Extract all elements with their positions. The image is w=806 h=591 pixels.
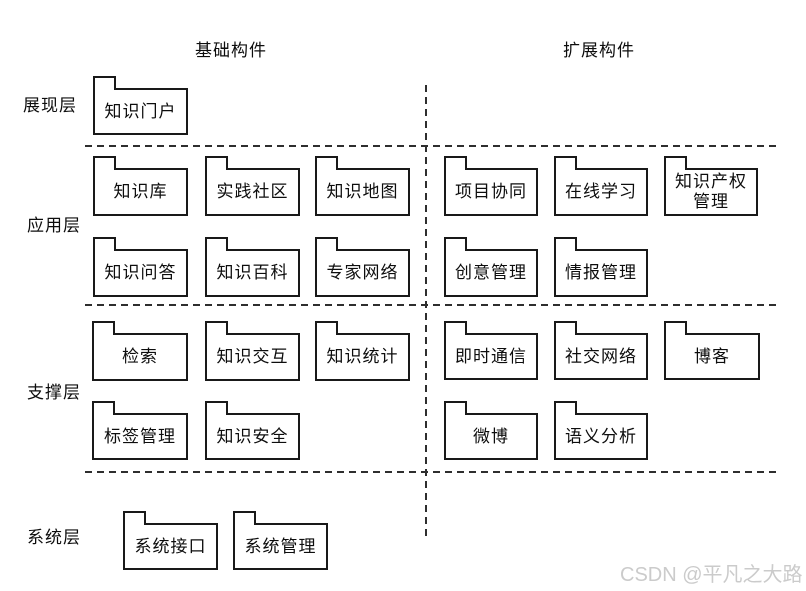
package-semantic-analysis: 语义分析 [554, 401, 648, 460]
package-tab-icon [123, 511, 146, 525]
package-practice-community: 实践社区 [205, 156, 300, 216]
column-header-basic-components: 基础构件 [195, 41, 267, 60]
package-tab-icon [554, 156, 577, 170]
package-social-network: 社交网络 [554, 321, 648, 380]
package-tab-icon [315, 237, 338, 251]
package-knowledge-wiki: 知识百科 [205, 237, 300, 297]
package-label: 实践社区 [216, 182, 289, 201]
package-label: 知识库 [113, 182, 168, 201]
package-tab-icon [205, 321, 228, 335]
package-label: 知识产权 管理 [675, 172, 747, 211]
package-label: 微博 [473, 426, 509, 446]
package-ip-management: 知识产权 管理 [664, 156, 758, 216]
package-label: 创意管理 [455, 263, 527, 282]
package-tab-icon [315, 321, 338, 335]
package-tab-icon [205, 237, 228, 251]
package-instant-messaging: 即时通信 [444, 321, 538, 380]
package-microblog: 微博 [444, 401, 538, 460]
package-tab-icon [233, 511, 256, 525]
package-system-management: 系统管理 [233, 511, 328, 570]
package-label: 知识安全 [216, 426, 289, 446]
package-tab-icon [444, 156, 467, 170]
package-idea-management: 创意管理 [444, 237, 538, 297]
package-tab-icon [205, 401, 228, 415]
package-label: 检索 [122, 347, 158, 366]
package-label: 标签管理 [104, 426, 176, 446]
package-tab-icon [444, 321, 467, 335]
layer-divider-application-support [85, 304, 777, 306]
layer-divider-presentation-application [85, 145, 777, 147]
package-tab-icon [93, 76, 116, 90]
package-label: 在线学习 [565, 182, 637, 201]
package-tab-icon [664, 321, 687, 335]
package-retrieval: 检索 [92, 321, 188, 381]
package-blog: 博客 [664, 321, 760, 380]
package-system-interface: 系统接口 [123, 511, 218, 570]
package-label: 专家网络 [326, 263, 399, 282]
package-tab-icon [93, 237, 116, 251]
csdn-watermark: CSDN @平凡之大路 [620, 564, 803, 586]
package-label: 知识统计 [326, 347, 399, 366]
package-knowledge-security: 知识安全 [205, 401, 300, 460]
package-label: 系统管理 [244, 536, 317, 556]
package-tab-icon [554, 237, 577, 251]
package-label: 博客 [694, 346, 730, 366]
layer-label-presentation: 展现层 [23, 96, 77, 115]
package-label: 知识交互 [216, 347, 289, 366]
package-label: 系统接口 [134, 536, 207, 556]
package-expert-network: 专家网络 [315, 237, 410, 297]
package-tag-management: 标签管理 [92, 401, 188, 460]
package-label: 知识问答 [104, 263, 177, 282]
package-label: 语义分析 [565, 426, 637, 446]
layer-label-support: 支撑层 [27, 383, 81, 402]
column-divider-basic-extended [425, 85, 427, 538]
package-label: 即时通信 [455, 346, 527, 366]
package-online-learning: 在线学习 [554, 156, 648, 216]
package-label: 社交网络 [565, 346, 637, 366]
package-knowledge-qa: 知识问答 [93, 237, 188, 297]
package-tab-icon [92, 401, 115, 415]
package-tab-icon [444, 401, 467, 415]
package-knowledge-interaction: 知识交互 [205, 321, 300, 381]
layer-label-application: 应用层 [27, 216, 81, 235]
layer-divider-support-system [85, 471, 777, 473]
package-tab-icon [554, 401, 577, 415]
package-tab-icon [664, 156, 687, 170]
package-label: 知识百科 [216, 263, 289, 282]
package-label: 项目协同 [455, 182, 527, 201]
package-tab-icon [92, 321, 115, 335]
package-knowledge-statistics: 知识统计 [315, 321, 410, 381]
layer-label-system: 系统层 [27, 528, 81, 547]
package-label: 情报管理 [565, 263, 637, 282]
package-label: 知识地图 [326, 182, 399, 201]
package-tab-icon [315, 156, 338, 170]
package-knowledge-base: 知识库 [93, 156, 188, 216]
package-knowledge-map: 知识地图 [315, 156, 410, 216]
column-header-extended-components: 扩展构件 [563, 41, 635, 60]
package-tab-icon [554, 321, 577, 335]
package-intelligence-management: 情报管理 [554, 237, 648, 297]
package-project-collaboration: 项目协同 [444, 156, 538, 216]
package-tab-icon [93, 156, 116, 170]
package-label: 知识门户 [104, 101, 177, 121]
package-knowledge-portal: 知识门户 [93, 76, 188, 135]
package-tab-icon [205, 156, 228, 170]
package-tab-icon [444, 237, 467, 251]
